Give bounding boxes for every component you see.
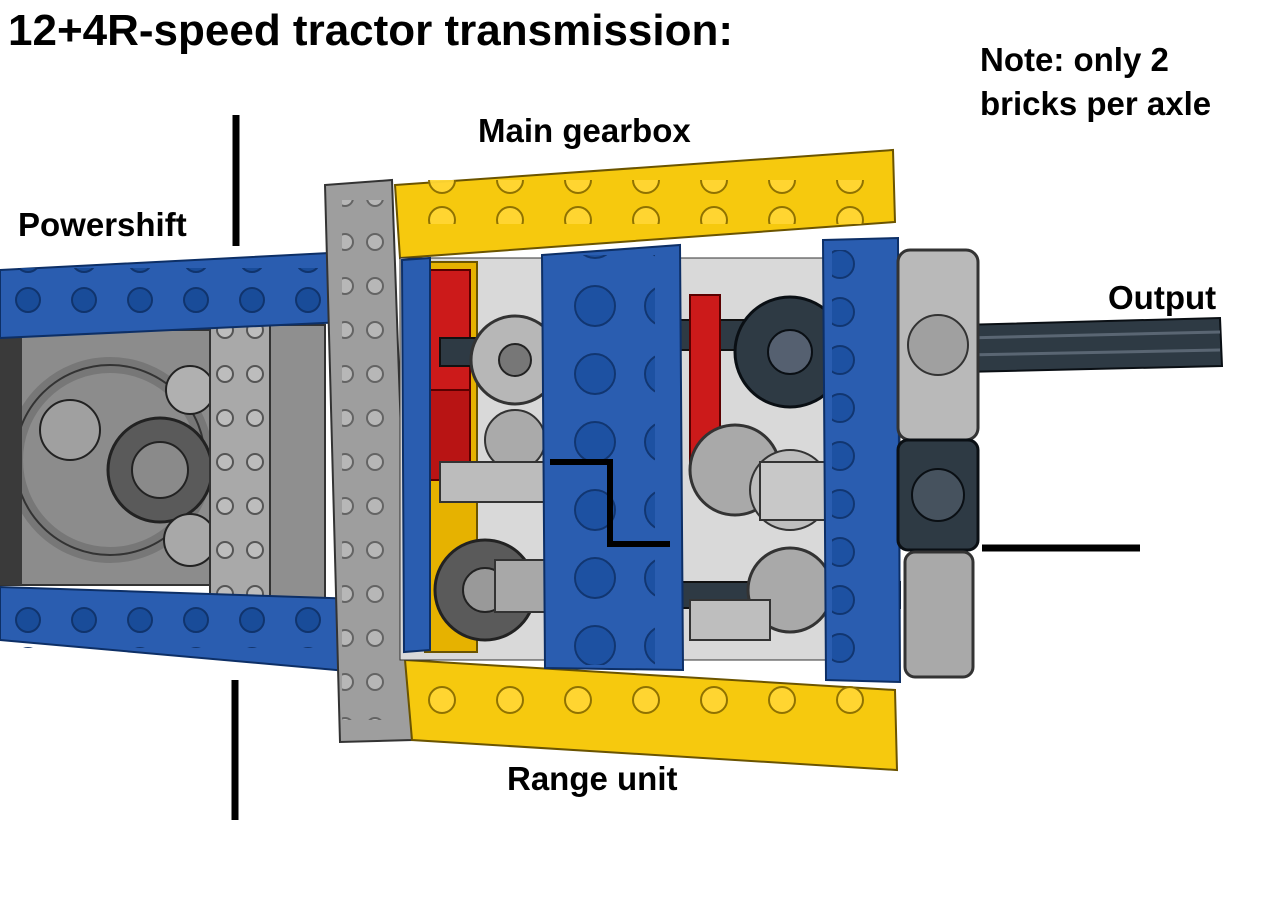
main-gearbox-label: Main gearbox bbox=[478, 112, 691, 149]
grey-liftarm bbox=[323, 178, 414, 744]
main-gearbox-frame bbox=[393, 148, 899, 772]
annotation-lines bbox=[231, 115, 1140, 820]
output-label: Output bbox=[1108, 279, 1217, 316]
powershift-frame bbox=[0, 248, 394, 677]
note-text: Note: only 2 bricks per axle bbox=[980, 41, 1212, 122]
powershift-internals bbox=[0, 324, 326, 601]
powershift-label: Powershift bbox=[18, 206, 187, 243]
output-assembly bbox=[896, 248, 1224, 679]
range-shift-path bbox=[550, 459, 670, 547]
diagram-title: 12+4R-speed tractor transmission: bbox=[8, 6, 734, 55]
range-unit-label: Range unit bbox=[507, 760, 678, 797]
